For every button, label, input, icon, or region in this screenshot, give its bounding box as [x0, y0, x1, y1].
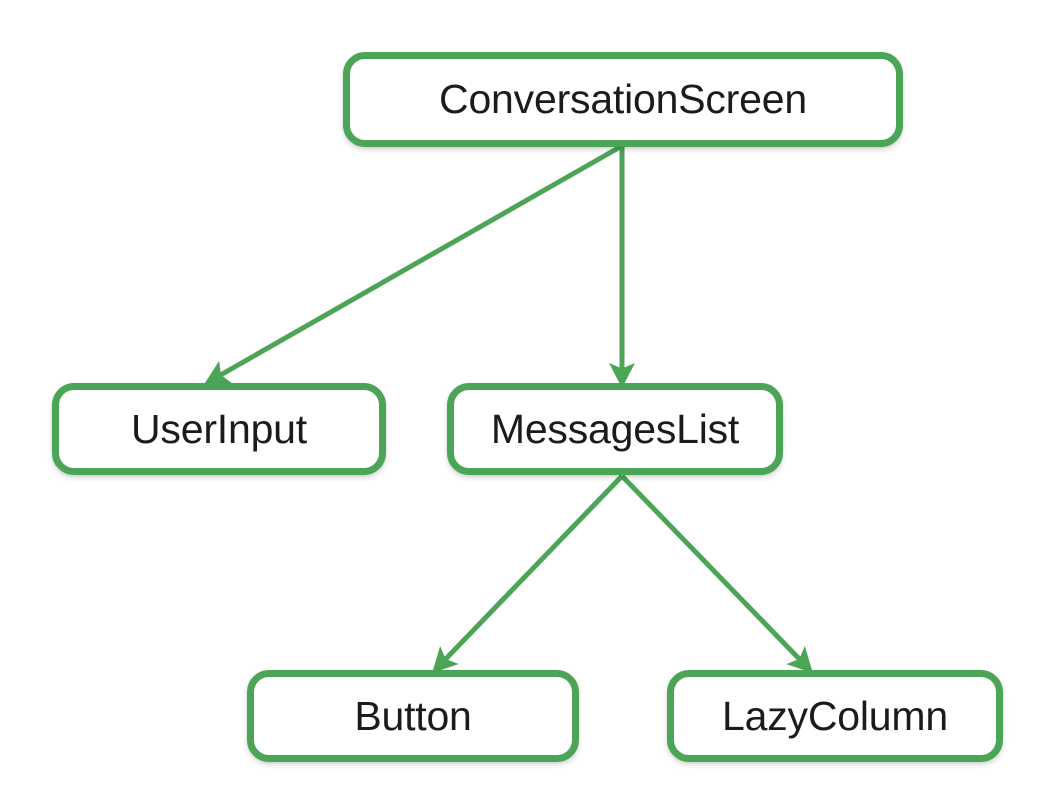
node-lazy-column[interactable]: LazyColumn — [667, 670, 1003, 762]
node-label-messages-list: MessagesList — [490, 405, 740, 452]
node-conversation-screen[interactable]: ConversationScreen — [343, 52, 903, 147]
node-label-conversation-screen: ConversationScreen — [439, 76, 807, 122]
node-label-button: Button — [354, 692, 472, 739]
node-user-input[interactable]: UserInput — [52, 383, 386, 475]
edge-conversationscreen-userinput — [203, 144, 622, 385]
edge-messageslist-button — [432, 474, 624, 674]
node-label-lazy-column: LazyColumn — [722, 692, 948, 739]
node-label-user-input: UserInput — [131, 405, 307, 452]
node-button[interactable]: Button — [247, 670, 579, 762]
node-messages-list[interactable]: MessagesList — [447, 383, 783, 475]
edge-messageslist-lazycolumn — [620, 474, 813, 674]
